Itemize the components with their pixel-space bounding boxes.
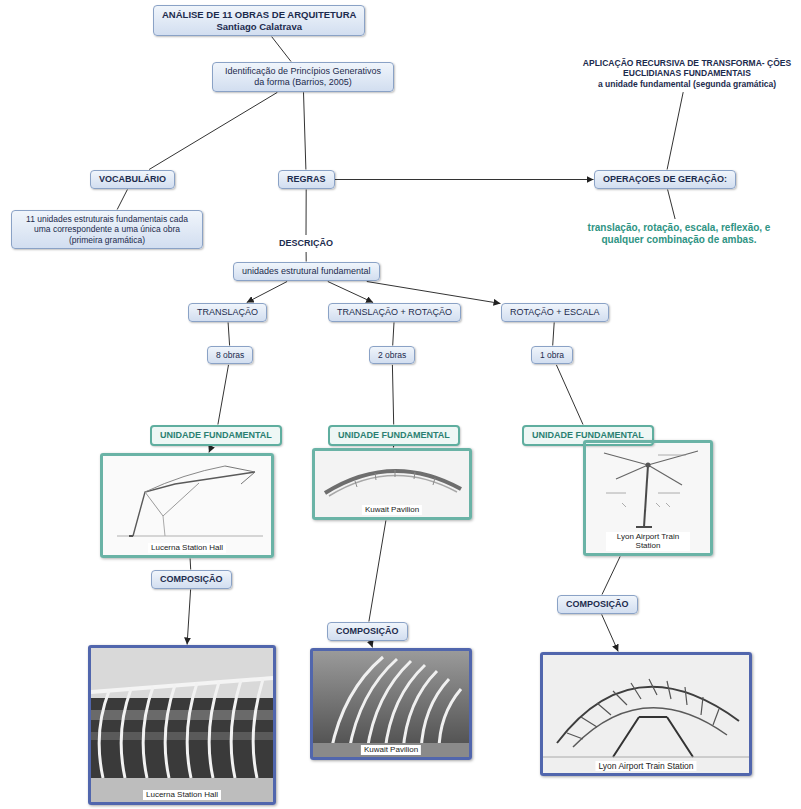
image-frame: Lyon Airport Train Station	[583, 440, 713, 556]
heading-text: DESCRIÇÃO	[279, 238, 333, 249]
node-text: COMPOSIÇÃO	[336, 626, 399, 637]
count-box: 2 obras	[369, 346, 415, 364]
connector	[369, 521, 386, 622]
connector	[367, 282, 501, 304]
unit-sketch	[103, 456, 271, 555]
count-box: 8 obras	[207, 346, 253, 364]
image-caption: Kuwait Pavilion	[361, 745, 421, 755]
node-text: Identificação de Princípios Generativos …	[221, 66, 385, 88]
concept-box: Identificação de Princípios Generativos …	[212, 62, 394, 92]
connector	[218, 365, 229, 425]
connector	[392, 365, 393, 425]
node-text: ANÁLISE DE 11 OBRAS DE ARQUITETURA	[162, 9, 356, 21]
node-text: VOCABULÁRIO	[99, 174, 166, 185]
connector	[328, 282, 373, 303]
category-box: OPERAÇOES DE GERAÇÃO:	[594, 170, 736, 189]
unit-box: UNIDADE FUNDAMENTAL	[328, 425, 460, 446]
connector	[306, 190, 307, 236]
node-text: TRANSLAÇÃO	[197, 307, 258, 318]
building-photo	[313, 651, 469, 757]
connector	[371, 642, 373, 648]
node-text: a unidade fundamental (segunda gramática…	[580, 79, 794, 89]
category-box: VOCABULÁRIO	[90, 170, 175, 189]
connector	[228, 323, 230, 346]
composition-box: COMPOSIÇÃO	[151, 570, 232, 589]
rule-box: TRANSLAÇÃO	[188, 303, 267, 322]
rule-box: ROTAÇÃO + ESCALA	[501, 303, 609, 322]
node-text: UNIDADE FUNDAMENTAL	[338, 430, 450, 441]
node-text: DESCRIÇÃO	[279, 238, 333, 249]
image-caption: Kuwait Pavilion	[362, 505, 422, 515]
node-text: 8 obras	[216, 350, 244, 360]
node-text: Santiago Calatrava	[162, 21, 356, 33]
connector	[667, 92, 683, 169]
concept-box: unidades estrutural fundamental	[233, 262, 380, 281]
image-frame: Lucerna Station Hall	[88, 645, 276, 805]
connector	[553, 323, 555, 346]
image-caption: Lucerna Station Hall	[148, 543, 226, 553]
node-text: REGRAS	[287, 174, 326, 185]
node-text: COMPOSIÇÃO	[160, 574, 223, 585]
image-frame: Lyon Airport Train Station	[540, 652, 752, 776]
building-photo	[91, 648, 273, 802]
connector	[187, 590, 191, 645]
title-box: ANÁLISE DE 11 OBRAS DE ARQUITETURASantia…	[153, 5, 365, 36]
image-caption: Lucerna Station Hall	[143, 790, 221, 800]
node-text: translação, rotação, escala, reflexão, e…	[566, 222, 792, 246]
connector	[190, 559, 192, 570]
node-text: 2 obras	[378, 350, 406, 360]
connector	[209, 447, 212, 453]
image-frame: Kuwait Pavilion	[310, 648, 472, 760]
image-caption: Lyon Airport Train Station	[606, 532, 690, 551]
unit-box: UNIDADE FUNDAMENTAL	[150, 425, 282, 446]
connector	[117, 190, 127, 210]
image-frame: Lucerna Station Hall	[100, 453, 274, 558]
connector	[149, 92, 277, 169]
category-box: REGRAS	[278, 170, 335, 189]
node-text: unidades estrutural fundamental	[242, 266, 371, 277]
connector	[602, 557, 620, 595]
connector	[335, 179, 594, 180]
connector	[602, 615, 619, 652]
image-frame: Kuwait Pavilion	[312, 448, 472, 520]
composition-box: COMPOSIÇÃO	[327, 622, 408, 641]
connector	[272, 37, 291, 62]
node-text: TRANSLAÇÃO + ROTAÇÃO	[337, 307, 452, 318]
node-text: 1 obra	[540, 350, 564, 360]
connector	[556, 365, 583, 425]
composition-box: COMPOSIÇÃO	[557, 595, 638, 614]
image-caption: Lyon Airport Train Station	[595, 761, 696, 771]
connector	[247, 282, 287, 303]
rule-box: TRANSLAÇÃO + ROTAÇÃO	[328, 303, 461, 322]
connector	[668, 190, 676, 220]
description-box: 11 unidades estruturais fundamentais cad…	[11, 210, 203, 249]
node-text: APLICAÇÃO RECURSIVA DE TRANSFORMA- ÇÕES …	[580, 58, 794, 79]
node-text: UNIDADE FUNDAMENTAL	[160, 430, 272, 441]
node-text: ROTAÇÃO + ESCALA	[510, 307, 600, 318]
operations-text: translação, rotação, escala, reflexão, e…	[566, 222, 792, 246]
node-text: 11 unidades estruturais fundamentais cad…	[20, 214, 194, 245]
note-text: APLICAÇÃO RECURSIVA DE TRANSFORMA- ÇÕES …	[580, 58, 794, 89]
building-photo	[543, 655, 749, 773]
connector	[393, 323, 394, 346]
node-text: COMPOSIÇÃO	[566, 599, 629, 610]
connector	[304, 92, 306, 169]
node-text: OPERAÇOES DE GERAÇÃO:	[603, 174, 727, 185]
connector	[306, 252, 307, 262]
count-box: 1 obra	[531, 346, 573, 364]
